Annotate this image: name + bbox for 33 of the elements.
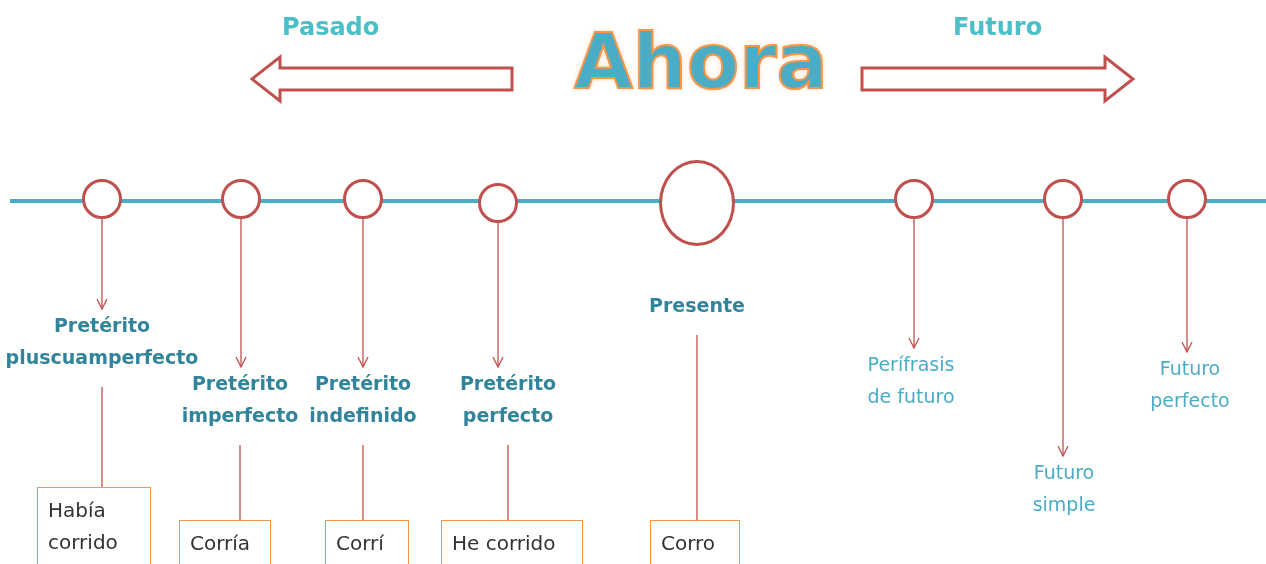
arrow xyxy=(492,222,504,368)
example-card: Corro xyxy=(650,520,740,564)
connector-line xyxy=(101,386,103,488)
connector-line xyxy=(696,334,698,521)
tense-label: Perífrasis de futuro xyxy=(861,348,961,412)
arrow xyxy=(908,218,920,349)
arrow xyxy=(235,218,247,368)
timeline-circle xyxy=(894,179,934,219)
example-card: Corría xyxy=(179,520,271,564)
timeline-circle xyxy=(1043,179,1083,219)
arrow xyxy=(1057,218,1069,457)
arrow xyxy=(1181,218,1193,353)
tense-label: Pretérito perfecto xyxy=(448,367,568,431)
example-card: Había corrido xyxy=(37,487,151,564)
connector-line xyxy=(507,444,509,521)
time-label: Pasado xyxy=(282,14,380,41)
tense-label: Pretérito indefinido xyxy=(303,367,423,431)
timeline-circle xyxy=(1167,179,1207,219)
arrow xyxy=(96,218,108,310)
heading: Ahora xyxy=(574,20,828,104)
tense-label: Futuro perfecto xyxy=(1145,352,1235,416)
arrow xyxy=(357,218,369,368)
time-label: Futuro xyxy=(953,14,1043,41)
timeline-circle xyxy=(221,179,261,219)
tense-label: Futuro simple xyxy=(1019,456,1109,520)
timeline-circle xyxy=(478,183,518,223)
example-card: He corrido xyxy=(441,520,583,564)
timeline-circle xyxy=(343,179,383,219)
example-card: Corrí xyxy=(325,520,409,564)
connector-line xyxy=(362,444,364,521)
connector-line xyxy=(239,444,241,521)
timeline-circle xyxy=(82,179,122,219)
tense-label: Presente xyxy=(649,289,745,321)
